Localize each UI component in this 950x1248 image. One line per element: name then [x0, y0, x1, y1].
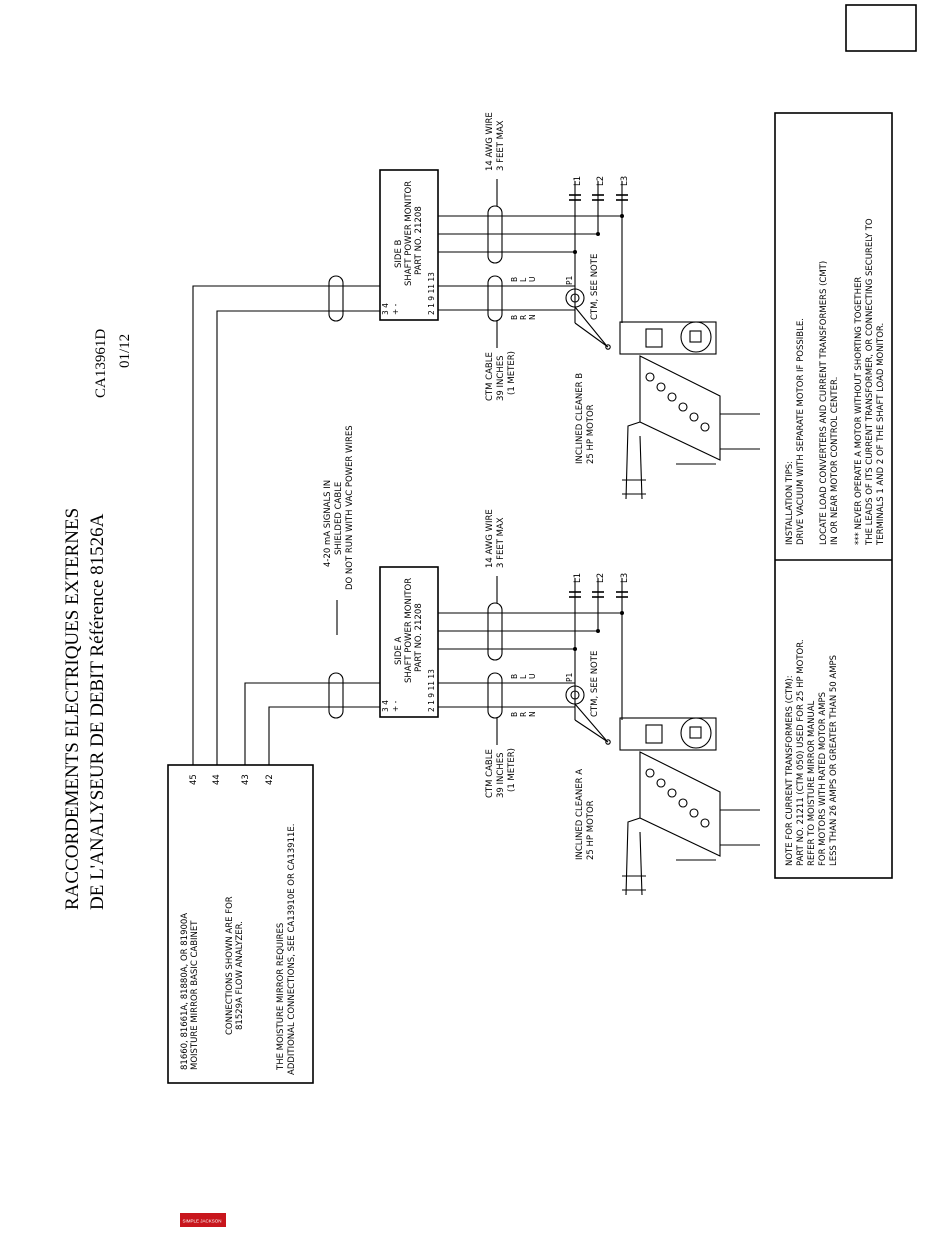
terminal-43: 43 — [241, 774, 251, 785]
cleaner-a-label-2: 25 HP MOTOR — [586, 800, 596, 860]
color-b: B — [510, 277, 519, 282]
cabinet-line-6: ADDITIONAL CONNECTIONS, SEE CA13910E OR … — [287, 824, 297, 1075]
monitor-b-cable-2: 39 INCHES — [496, 356, 506, 401]
monitor-b-p1: P1 — [565, 275, 574, 285]
cabinet-box: 81660, 81661A, 81880A, OR 81900A MOISTUR… — [167, 764, 314, 1084]
monitor-a-cable-3: (1 METER) — [507, 748, 517, 792]
signal-note-line-1: 4-20 mA SIGNALS IN — [323, 480, 333, 567]
color-n: N — [528, 711, 537, 717]
note-ctm-line-1: NOTE FOR CURRENT TRANSFORMERS (CTM): — [785, 675, 795, 866]
monitor-a-part: PART NO. 21208 — [414, 603, 424, 672]
monitor-a-terms-bottom: 2 1 9 11 13 — [427, 669, 436, 712]
cleaner-a-label-1: INCLINED CLEANER A — [575, 769, 585, 860]
monitor-b-terms-top: 3 4 — [381, 303, 390, 315]
doc-date: 01/12 — [117, 334, 133, 368]
install-tips-line-3: LOCATE LOAD CONVERTERS AND CURRENT TRANS… — [819, 261, 829, 545]
install-tips-line-5: *** NEVER OPERATE A MOTOR WITHOUT SHORTI… — [854, 277, 864, 545]
monitor-b-terms-pm: + - — [391, 303, 400, 315]
install-tips-line-2: DRIVE VACUUM WITH SEPARATE MOTOR IF POSS… — [796, 318, 806, 545]
monitor-b-part: PART NO. 21208 — [414, 206, 424, 275]
monitor-a-cable-1: CTM CABLE — [485, 749, 495, 798]
install-tips-line-1: INSTALLATION TIPS: — [785, 461, 795, 545]
terminal-45: 45 — [189, 774, 199, 785]
install-tips-line-6: THE LEADS OF ITS CURRENT TRANSFORMER, OR… — [865, 218, 875, 546]
monitor-a-ctm-note: CTM, SEE NOTE — [590, 651, 600, 717]
title-line-2: DE L'ANALYSEUR DE DEBIT Référence 81526A — [87, 513, 108, 910]
title-line-1: RACCORDEMENTS ELECTRIQUES EXTERNES — [62, 508, 83, 910]
cabinet-line-4: 81529A FLOW ANALYZER. — [235, 921, 245, 1030]
monitor-side-a: 3 4 + - SIDE A SHAFT POWER MONITOR PART … — [379, 509, 630, 798]
note-ctm-line-3: REFER TO MOISTURE MIRROR MANUAL — [807, 700, 817, 866]
signal-note-line-3: DO NOT RUN WITH VAC POWER WIRES — [345, 425, 355, 590]
monitor-side-b: 3 4 + - SIDE B SHAFT POWER MONITOR PART … — [379, 112, 630, 401]
monitor-b-l3: L3 — [620, 176, 630, 186]
monitor-b-wire-label-2: 3 FEET MAX — [496, 120, 506, 171]
monitor-a-l2: L2 — [596, 573, 606, 583]
color-l: L — [519, 674, 528, 679]
note-ctm-line-2: PART NO. 21211 (CTM 050) USED FOR 25 HP … — [796, 639, 806, 866]
signal-wires — [192, 275, 380, 765]
logo-text: SIMPLE JACKSON — [183, 1219, 222, 1224]
monitor-a-name: SHAFT POWER MONITOR — [404, 578, 414, 683]
monitor-b-side: SIDE B — [394, 239, 404, 268]
color-r: R — [519, 315, 528, 320]
monitor-b-name: SHAFT POWER MONITOR — [404, 181, 414, 286]
note-ctm-line-4: FOR MOTORS WITH RATED MOTOR AMPS — [818, 692, 828, 866]
cabinet-line-1: 81660, 81661A, 81880A, OR 81900A — [180, 913, 190, 1070]
monitor-a-wire-label-1: 14 AWG WIRE — [485, 509, 495, 568]
notes-box: NOTE FOR CURRENT TRANSFORMERS (CTM): PAR… — [774, 112, 893, 879]
color-b: B — [510, 674, 519, 679]
cabinet-line-5: THE MOISTURE MIRROR REQUIRES — [276, 923, 286, 1071]
cabinet-line-2: MOISTURE MIRROR BASIC CABINET — [190, 920, 200, 1070]
terminal-42: 42 — [265, 774, 275, 785]
color-u: U — [528, 277, 537, 283]
cleaner-b-label-2: 25 HP MOTOR — [586, 404, 596, 464]
cleaner-a-machine — [619, 717, 760, 896]
doc-number: CA13961D — [93, 329, 109, 398]
monitor-a-l1: L1 — [573, 573, 583, 583]
note-ctm-line-5: LESS THAN 26 AMPS OR GREATER THAN 50 AMP… — [829, 655, 839, 866]
terminal-44: 44 — [212, 774, 222, 785]
cabinet-line-3: CONNECTIONS SHOWN ARE FOR — [225, 896, 235, 1035]
monitor-a-terms-top: 3 4 — [381, 700, 390, 712]
color-b2: B — [510, 712, 519, 717]
monitor-a-cable-2: 39 INCHES — [496, 753, 506, 798]
color-n: N — [528, 314, 537, 320]
monitor-b-ctm-note: CTM, SEE NOTE — [590, 254, 600, 320]
color-u: U — [528, 674, 537, 680]
monitor-b-terms-bottom: 2 1 9 11 13 — [427, 272, 436, 315]
color-r: R — [519, 712, 528, 717]
cleaner-b-machine — [619, 321, 760, 500]
monitor-b-wire-label-1: 14 AWG WIRE — [485, 112, 495, 171]
monitor-a-side: SIDE A — [394, 636, 404, 665]
monitor-b-cable-3: (1 METER) — [507, 351, 517, 395]
monitor-b-cable-1: CTM CABLE — [485, 352, 495, 401]
company-logo: SIMPLE JACKSON — [180, 1213, 226, 1227]
monitor-a-l3: L3 — [620, 573, 630, 583]
install-tips-line-7: TERMINALS 1 AND 2 OF THE SHAFT LOAD MONI… — [876, 323, 886, 546]
signal-note-line-2: SHIELDED CABLE — [334, 482, 344, 555]
monitor-a-p1: P1 — [565, 672, 574, 682]
monitor-b-l2: L2 — [596, 176, 606, 186]
color-l: L — [519, 277, 528, 282]
monitor-a-terms-pm: + - — [391, 700, 400, 712]
install-tips-line-4: IN OR NEAR MOTOR CONTROL CENTER. — [830, 377, 840, 545]
monitor-b-l1: L1 — [573, 176, 583, 186]
cleaner-b-label-1: INCLINED CLEANER B — [575, 373, 585, 464]
color-b2: B — [510, 315, 519, 320]
monitor-a-wire-label-2: 3 FEET MAX — [496, 517, 506, 568]
page-number-box — [845, 4, 917, 52]
